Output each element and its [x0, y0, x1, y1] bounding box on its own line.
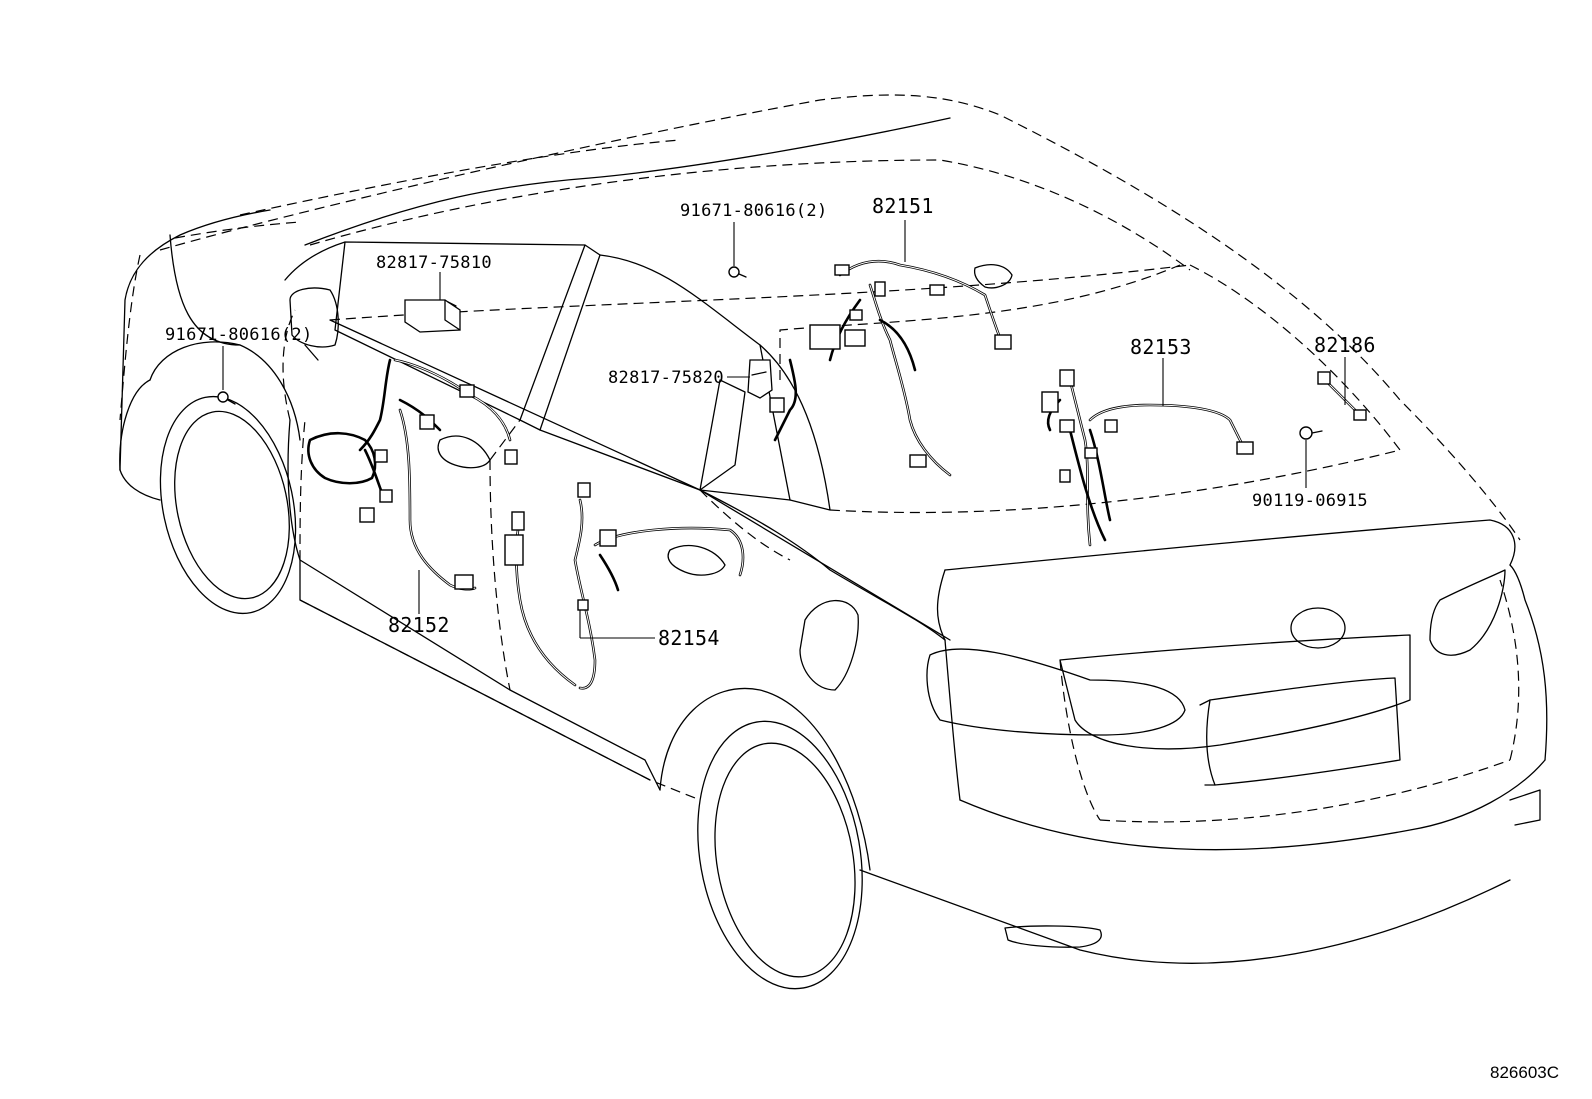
label-harness-82151: 82151	[872, 194, 934, 218]
leader-lines	[222, 220, 1346, 639]
protector-82817-75820	[747, 359, 773, 399]
label-harness-82186: 82186	[1314, 333, 1376, 357]
front-door-handle	[437, 435, 491, 469]
clip-roof	[728, 266, 747, 278]
harness-82154	[504, 482, 745, 690]
harness-82153	[1041, 369, 1254, 547]
rear-door-handle	[667, 545, 726, 576]
label-harness-82152: 82152	[388, 613, 450, 637]
figure-number: 826603C	[1490, 1063, 1559, 1082]
label-protector-rear: 82817-75820	[608, 368, 724, 388]
label-clip-front: 91671-80616(2)	[165, 325, 313, 345]
harness-82152	[307, 358, 518, 591]
roof-pad	[973, 264, 1013, 289]
screw-trunk	[1299, 426, 1323, 440]
label-harness-82153: 82153	[1130, 335, 1192, 359]
label-screw-trunk: 90119-06915	[1252, 491, 1368, 511]
harness-82186	[1317, 371, 1367, 421]
protector-82817-75810	[404, 299, 461, 333]
callout-labels: 91671-80616(2) 91671-80616(2) 82817-7581…	[165, 194, 1376, 650]
clip-front	[217, 391, 236, 405]
label-harness-82154: 82154	[658, 626, 720, 650]
label-protector-front: 82817-75810	[376, 253, 492, 273]
car-body-outline	[119, 117, 1548, 990]
harness-82151	[769, 259, 1012, 477]
label-clip-roof: 91671-80616(2)	[680, 201, 828, 221]
